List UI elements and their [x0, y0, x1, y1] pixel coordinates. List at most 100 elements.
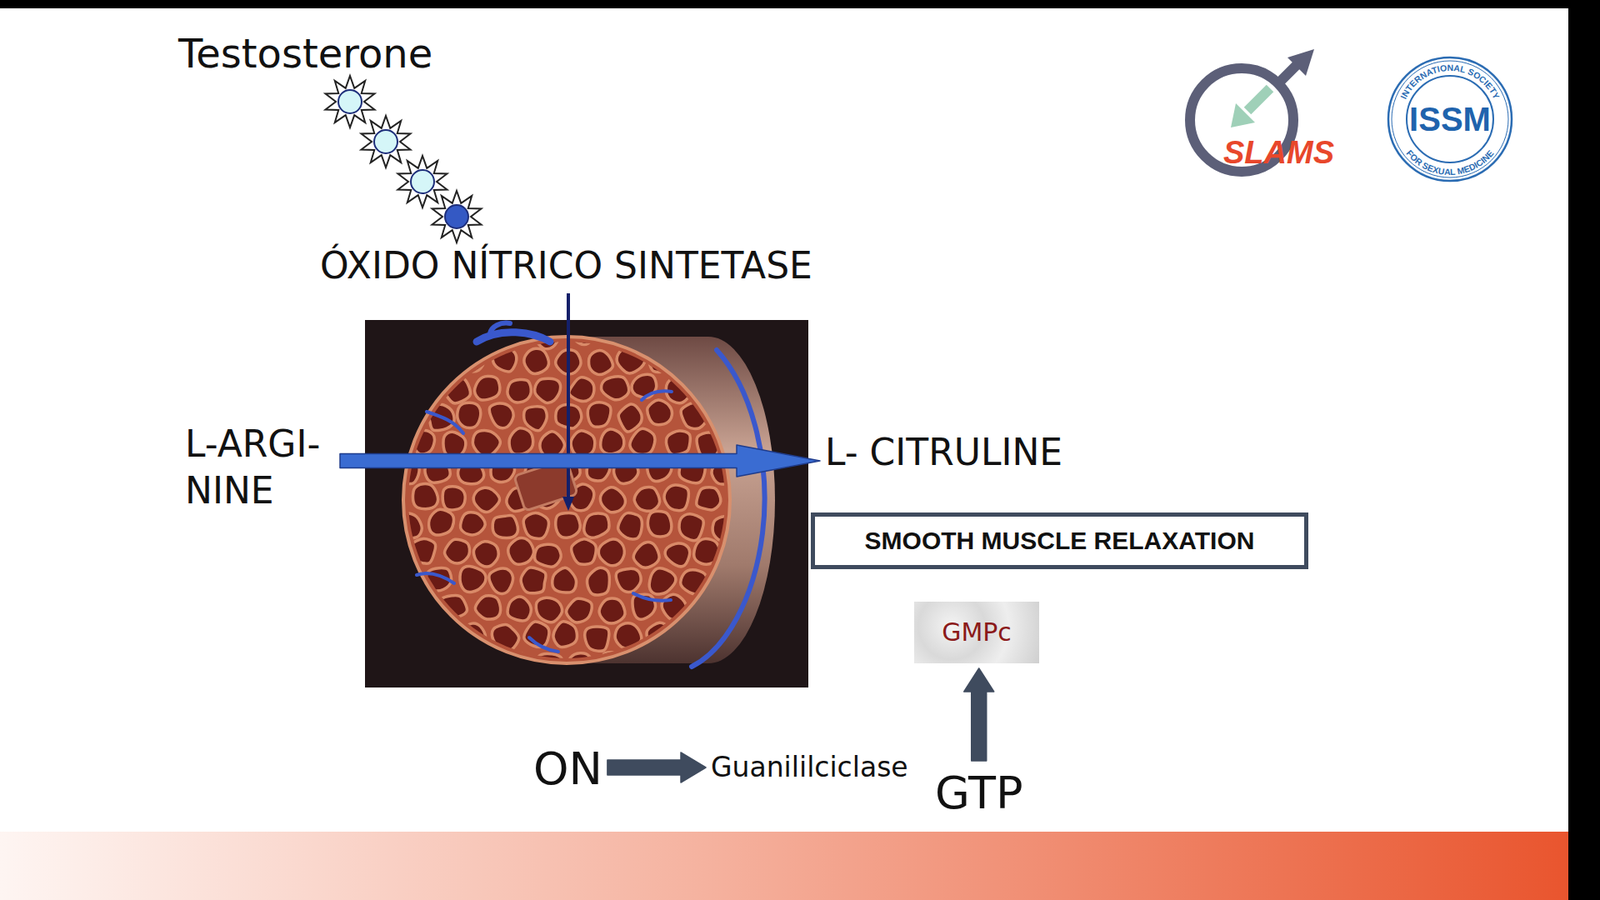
muscle-cell — [679, 514, 704, 541]
muscle-cell — [599, 598, 625, 624]
vessel — [633, 593, 671, 601]
hormone-label: Testosterone — [178, 30, 433, 77]
muscle-cell — [457, 402, 481, 428]
logo-outer-ring — [1388, 57, 1512, 181]
muscle-cell — [680, 570, 708, 595]
muscle-cell — [665, 430, 690, 455]
muscle-cell — [569, 377, 595, 402]
logo-text: SLAMS — [1223, 135, 1335, 170]
muscle-cell — [508, 538, 535, 565]
node-text: SMOOTH MUSCLE RELAXATION — [865, 525, 1255, 556]
vessel — [691, 350, 765, 667]
muscle-cell — [634, 486, 660, 511]
enzyme-arrowhead — [562, 496, 575, 511]
bead-core — [338, 90, 362, 114]
muscle-cell — [600, 429, 625, 455]
muscle-cell — [429, 509, 455, 535]
muscle-cell — [410, 538, 436, 564]
muscle-cell — [616, 345, 645, 374]
muscle-cell — [664, 485, 689, 511]
muscle-cell — [647, 511, 672, 537]
muscle-cell — [460, 566, 486, 593]
logo-text: ISSM — [1408, 98, 1492, 140]
muscle-cell — [523, 512, 549, 539]
bead-spikes — [325, 75, 375, 128]
muscle-cell — [535, 597, 562, 623]
molecule-label: ON — [533, 741, 603, 797]
enzyme-label: Guanililciclase — [710, 749, 909, 786]
bottom-band — [0, 831, 1569, 900]
muscle-cell — [589, 350, 614, 375]
bead-core — [445, 205, 469, 229]
muscle-cell — [570, 430, 595, 456]
muscle-cell — [568, 653, 595, 679]
muscle-cell — [440, 595, 467, 618]
muscle-cell — [649, 568, 676, 595]
muscle-cell — [680, 403, 708, 430]
muscle-cell — [646, 346, 673, 373]
enzyme-label: ÓXIDO NÍTRICO SINTETASE — [320, 244, 813, 288]
muscle-illustration — [365, 317, 809, 688]
product-label: L- CITRULINE — [825, 429, 1063, 476]
testosterone-beads — [325, 75, 482, 243]
muscle-cell — [444, 539, 470, 564]
muscle-cell — [475, 595, 500, 620]
muscle-cell — [600, 487, 626, 513]
muscle-cell — [566, 598, 593, 623]
muscle-cell — [712, 516, 739, 541]
vessel — [641, 390, 672, 400]
muscle-cell — [492, 345, 517, 372]
muscle-cell — [492, 625, 520, 651]
muscle-cell — [555, 512, 581, 538]
activation-arrow — [607, 752, 706, 783]
muscle-cell — [665, 376, 692, 404]
muscle-cell — [474, 375, 500, 400]
muscle-cell — [584, 513, 610, 538]
muscle-cell — [472, 430, 500, 457]
muscle-cell — [598, 539, 625, 566]
muscle-cell — [696, 487, 721, 510]
muscle-cell — [615, 568, 641, 592]
issm-logo: INTERNATIONAL SOCIETYFOR SEXUAL MEDICINE — [1388, 57, 1512, 181]
muscle-cell — [600, 376, 629, 400]
muscle-cell — [489, 403, 514, 429]
muscle-cells — [394, 317, 739, 679]
muscle-cell — [524, 406, 548, 431]
muscle-cell — [585, 626, 610, 651]
muscle-cell — [587, 567, 610, 595]
muscle-cell — [460, 512, 485, 535]
muscle-cell — [509, 428, 534, 455]
muscle-cell — [633, 542, 660, 569]
muscle-cell — [553, 621, 577, 648]
bead-core — [410, 170, 435, 194]
top-bar — [0, 0, 1600, 9]
conversion-arrow — [964, 668, 995, 761]
vessel — [426, 411, 464, 434]
muscle-cell — [570, 539, 596, 565]
vessel — [490, 323, 510, 334]
bead-spikes — [361, 115, 411, 168]
muscle-cell — [474, 541, 500, 567]
muscle-cell — [410, 430, 435, 455]
result-box: SMOOTH MUSCLE RELAXATION — [810, 512, 1309, 570]
logo-arrow-head — [1287, 49, 1315, 76]
muscle-cell — [412, 484, 438, 510]
muscle-cell — [535, 378, 561, 403]
bead-core — [374, 130, 398, 154]
muscle-cell — [397, 513, 422, 539]
node-text: GMPc — [941, 617, 1012, 648]
logo-ring-text: INTERNATIONAL SOCIETY — [1398, 62, 1502, 101]
messenger-box: GMPc — [914, 601, 1040, 664]
node-text: ON — [533, 741, 603, 797]
node-text: L-ARGI- NINE — [185, 420, 335, 515]
muscle-cell — [665, 543, 690, 567]
muscle-cell — [507, 379, 531, 403]
logo-inner-ring — [1406, 75, 1494, 163]
vessels — [416, 323, 765, 667]
muscle-cell — [489, 568, 514, 594]
muscle-cell — [552, 567, 577, 593]
muscle-cell — [535, 544, 562, 567]
bead-spikes — [398, 155, 448, 208]
muscle-cell — [535, 654, 563, 679]
muscle-cell — [694, 539, 720, 565]
